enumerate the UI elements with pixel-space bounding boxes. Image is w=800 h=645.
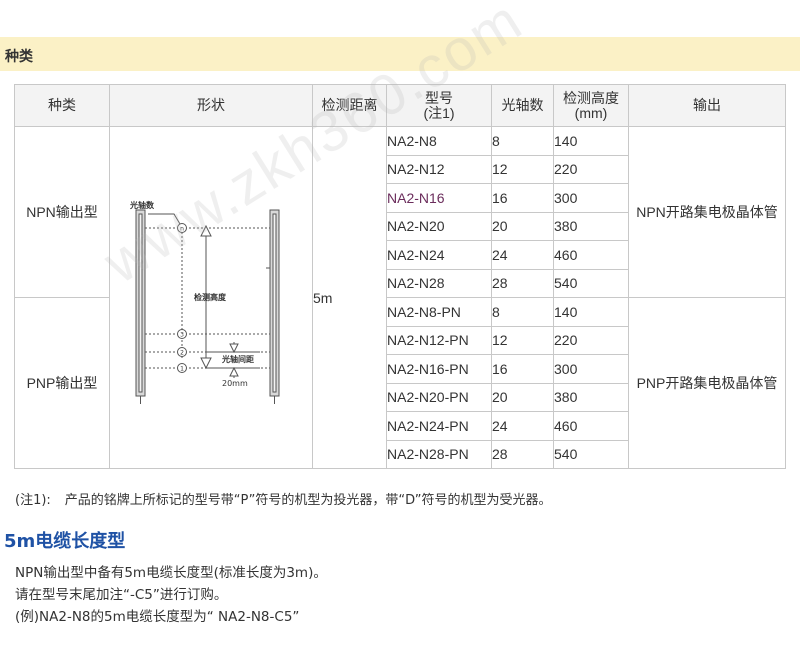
- header-axes: 光轴数: [491, 84, 554, 127]
- height-cell: 540: [553, 268, 629, 298]
- header-output: 输出: [628, 84, 786, 127]
- model-cell: NA2-N16-PN: [386, 354, 492, 384]
- height-cell: 380: [553, 382, 629, 412]
- model-cell: NA2-N8-PN: [386, 297, 492, 327]
- height-cell: 140: [553, 297, 629, 327]
- section-title: 种类: [5, 49, 33, 65]
- header-model: 型号(注1): [386, 84, 492, 127]
- height-cell: 220: [553, 325, 629, 355]
- model-cell: NA2-N28: [386, 268, 492, 298]
- height-cell: 380: [553, 211, 629, 241]
- axes-cell: 20: [491, 382, 554, 412]
- section-title-bar: 种类: [0, 37, 800, 71]
- footnote: (注1): 产品的铭牌上所标记的型号带“P”符号的机型为投光器，带“D”符号的机型…: [15, 489, 551, 508]
- header-height: 检测高度(mm): [553, 84, 629, 127]
- axes-cell: 16: [491, 183, 554, 213]
- table-row: NA2-N12 12 220: [15, 154, 786, 184]
- header-distance: 检测距离: [312, 84, 387, 127]
- table-row: NA2-N28-PN 28 540: [15, 439, 786, 469]
- table-row: NA2-N20 20 380: [15, 211, 786, 241]
- axes-cell: 28: [491, 439, 554, 469]
- height-cell: 300: [553, 354, 629, 384]
- model-cell: NA2-N20: [386, 211, 492, 241]
- cable-section-heading: 5m电缆长度型: [4, 531, 126, 552]
- spec-table: 种类 形状 检测距离 型号(注1) 光轴数 检测高度(mm) 输出 NPN输出型: [14, 84, 786, 469]
- footnote-label: (注1):: [15, 493, 51, 508]
- cable-line-1: NPN输出型中备有5m电缆长度型(标准长度为3m)。: [15, 565, 327, 581]
- axes-cell: 24: [491, 411, 554, 441]
- distance-cell: 5m: [312, 126, 387, 469]
- height-cell: 540: [553, 439, 629, 469]
- model-cell: NA2-N8: [386, 126, 492, 156]
- axes-cell: 8: [491, 297, 554, 327]
- marker-2: 2: [180, 350, 184, 357]
- header-type: 种类: [14, 84, 110, 127]
- label-axes: 光轴数: [129, 200, 155, 210]
- table-row: NA2-N16-PN 16 300: [15, 354, 786, 384]
- cable-line-2: 请在型号末尾加注“-C5”进行订购。: [15, 587, 228, 603]
- marker-n: n: [180, 226, 184, 233]
- table-row: NA2-N16 16 300: [15, 183, 786, 213]
- height-cell: 460: [553, 240, 629, 270]
- model-cell: NA2-N28-PN: [386, 439, 492, 469]
- cable-line-3: (例)NA2-N8的5m电缆长度型为“ NA2-N8-C5”: [15, 609, 300, 625]
- axes-cell: 16: [491, 354, 554, 384]
- label-height: 检测高度: [194, 292, 227, 302]
- model-cell: NA2-N16: [386, 183, 492, 213]
- axes-cell: 28: [491, 268, 554, 298]
- axes-cell: 12: [491, 325, 554, 355]
- height-cell: 220: [553, 154, 629, 184]
- model-cell: NA2-N12-PN: [386, 325, 492, 355]
- height-cell: 140: [553, 126, 629, 156]
- axes-cell: 20: [491, 211, 554, 241]
- axes-cell: 8: [491, 126, 554, 156]
- model-cell: NA2-N24-PN: [386, 411, 492, 441]
- table-row: NA2-N24 24 460: [15, 240, 786, 270]
- height-cell: 300: [553, 183, 629, 213]
- model-cell: NA2-N12: [386, 154, 492, 184]
- label-pitch: 光轴间距: [221, 354, 254, 364]
- axes-cell: 12: [491, 154, 554, 184]
- model-cell: NA2-N20-PN: [386, 382, 492, 412]
- table-row: NA2-N20-PN 20 380: [15, 382, 786, 412]
- type-cell-pnp: PNP输出型: [14, 297, 110, 469]
- table-header-row: 种类 形状 检测距离 型号(注1) 光轴数 检测高度(mm) 输出: [14, 84, 786, 127]
- table-row: NPN输出型: [14, 126, 786, 469]
- type-cell-npn: NPN输出型: [14, 126, 110, 298]
- output-cell-npn: NPN开路集电极晶体管: [628, 126, 786, 298]
- table-row: NA2-N28 28 540: [15, 268, 786, 298]
- height-cell: 460: [553, 411, 629, 441]
- sensor-diagram: n 3 2 1 光轴数 检测高度 光轴间距 20mm: [129, 200, 280, 404]
- model-cell: NA2-N24: [386, 240, 492, 270]
- footnote-text: 产品的铭牌上所标记的型号带“P”符号的机型为投光器，带“D”符号的机型为受光器。: [64, 493, 552, 508]
- marker-3: 3: [180, 332, 184, 339]
- table-row: NA2-N24-PN 24 460: [15, 411, 786, 441]
- marker-1: 1: [180, 366, 184, 373]
- output-cell-pnp: PNP开路集电极晶体管: [628, 297, 786, 469]
- shape-diagram-cell: n 3 2 1 光轴数 检测高度 光轴间距 20mm: [109, 126, 313, 469]
- table-row: PNP输出型 NA2-N8-PN 8 140 PNP开路集电极晶体管: [14, 297, 786, 469]
- label-pitch-value: 20mm: [222, 379, 248, 388]
- header-shape: 形状: [109, 84, 313, 127]
- axes-cell: 24: [491, 240, 554, 270]
